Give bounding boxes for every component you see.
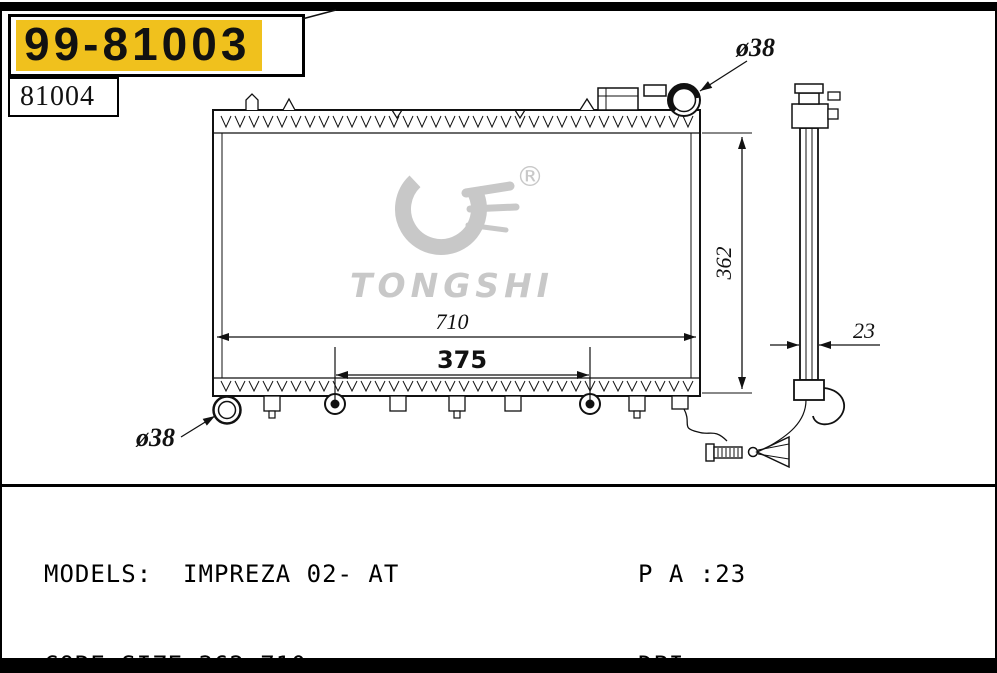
logo-stripe-2 bbox=[466, 203, 520, 213]
top-notch-2 bbox=[514, 109, 526, 120]
side-view-top-tank bbox=[791, 103, 829, 129]
arrow-icon bbox=[336, 371, 348, 379]
spec-models: MODELS: IMPREZA 02- AT bbox=[44, 560, 400, 588]
dim-362-label: 362 bbox=[711, 247, 736, 281]
dim-core-height: 362 bbox=[702, 132, 752, 394]
dim-mount-span: 375 bbox=[334, 346, 591, 404]
part-number: 99-81003 bbox=[16, 20, 263, 71]
radiator-front-view bbox=[212, 83, 728, 442]
dim-phi38-bottom-label: ø38 bbox=[135, 423, 175, 452]
arrow-icon bbox=[787, 341, 799, 349]
dim-710-label: 710 bbox=[436, 309, 469, 334]
right-frame-line bbox=[995, 2, 997, 658]
section-separator-line bbox=[0, 484, 997, 487]
spec-dpi: DPI : bbox=[638, 651, 716, 673]
top-bracket bbox=[245, 93, 259, 110]
spec-column-left: MODELS: IMPREZA 02- AT CORE SIZE:362×710… bbox=[44, 501, 399, 673]
watermark-logo: ® TONGSHI bbox=[350, 160, 554, 305]
arrow-icon bbox=[738, 137, 746, 149]
dim-phi38-top-label: ø38 bbox=[735, 33, 775, 62]
radiator-side-view bbox=[765, 83, 846, 449]
ref-number: 81004 bbox=[20, 81, 95, 112]
bottom-mount-tabs bbox=[263, 393, 689, 419]
left-frame-line bbox=[0, 2, 2, 658]
top-tank-crimps bbox=[220, 115, 694, 129]
dim-bottom-outlet: ø38 bbox=[135, 415, 216, 452]
ref-number-box: 81004 bbox=[8, 77, 119, 117]
bottom-outlet-port bbox=[212, 395, 242, 425]
corner-fold-line bbox=[301, 9, 337, 20]
top-tab-right bbox=[579, 97, 595, 111]
arrow-icon bbox=[217, 333, 229, 341]
arrow-icon bbox=[819, 341, 831, 349]
plug-bolt-head bbox=[705, 443, 715, 462]
arrow-icon bbox=[202, 416, 215, 426]
radiator-diagram: ® TONGSHI 710 375 362 bbox=[135, 9, 880, 469]
top-notch-1 bbox=[391, 109, 403, 120]
spec-column-right: P A :23 DPI : OEM : 45111-SA030 NISSENS: bbox=[638, 501, 901, 673]
top-tab-left bbox=[282, 97, 296, 111]
arrow-icon bbox=[738, 377, 746, 389]
spec-section: MODELS: IMPREZA 02- AT CORE SIZE:362×710… bbox=[0, 486, 997, 673]
filler-neck bbox=[597, 83, 701, 117]
side-view-bottom-tank bbox=[793, 379, 825, 401]
plug-bolt-shaft bbox=[713, 446, 743, 459]
registered-mark: ® bbox=[516, 160, 544, 193]
part-number-box: 99-81003 bbox=[8, 14, 305, 77]
drain-plug-parts bbox=[705, 435, 790, 469]
leader-squiggle bbox=[683, 408, 728, 442]
brand-watermark: TONGSHI bbox=[350, 266, 554, 305]
top-black-bar bbox=[0, 2, 997, 11]
side-view-hook bbox=[812, 387, 846, 426]
dim-depth: 23 bbox=[770, 318, 880, 349]
logo-stripe-3 bbox=[465, 222, 509, 233]
bottom-black-bar bbox=[0, 658, 997, 673]
plug-wing bbox=[755, 435, 790, 469]
spec-pa: P A :23 bbox=[638, 560, 747, 588]
arrow-icon bbox=[577, 371, 589, 379]
arrow-icon bbox=[684, 333, 696, 341]
dim-core-width: 710 bbox=[217, 309, 696, 341]
dim-23-label: 23 bbox=[853, 318, 875, 343]
dim-top-neck: ø38 bbox=[699, 33, 775, 92]
logo-stripe-1 bbox=[461, 181, 515, 198]
dim-375-label: 375 bbox=[437, 346, 487, 374]
arrow-icon bbox=[700, 81, 713, 91]
side-view-cap bbox=[794, 83, 824, 94]
spec-core-size: CORE SIZE:362×710 bbox=[44, 651, 307, 673]
